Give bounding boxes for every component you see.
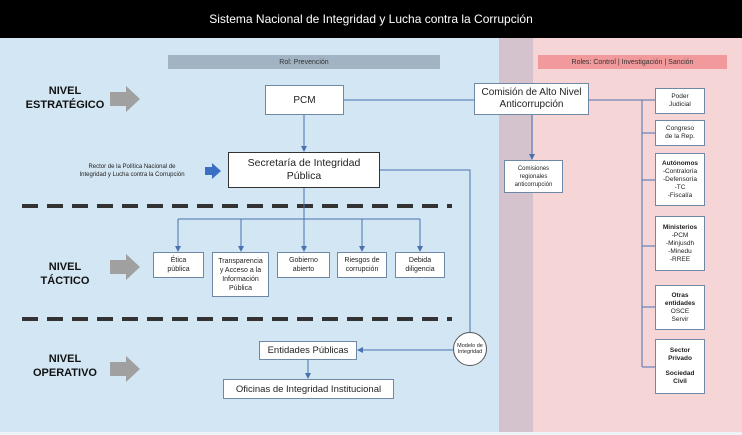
rector-note-line2: Integridad y Lucha contra la Corrupción <box>79 172 185 178</box>
right-box-title: Autónomos <box>661 159 699 167</box>
right-box-line: Poder <box>671 93 689 100</box>
role-prevention-bar: Rol: Prevención <box>168 55 440 69</box>
tactical-box-transparencia[interactable]: Transparencia y Acceso a la Información … <box>212 252 269 297</box>
tactical-box-line: Debida <box>408 257 432 264</box>
secretaria-line1: Secretaría de Integridad <box>247 157 361 169</box>
comisiones-regionales-line2: regionales <box>519 173 548 180</box>
right-box-line: Judicial <box>669 101 691 108</box>
tactical-box-etica[interactable]: Ética pública <box>153 252 204 278</box>
bottom-strip <box>0 432 742 435</box>
node-pcm[interactable]: PCM <box>265 85 344 115</box>
tactical-box-line: Riesgos de <box>344 257 380 264</box>
level-strategic: NIVEL ESTRATÉGICO <box>20 84 110 112</box>
level-tactical-line2: TÁCTICO <box>40 275 90 287</box>
level-operative: NIVEL OPERATIVO <box>20 352 110 380</box>
node-secretaria-integridad[interactable]: Secretaría de Integridad Pública <box>228 152 380 188</box>
right-box-line: Servir <box>671 315 689 323</box>
tactical-box-gobierno-abierto[interactable]: Gobierno abierto <box>277 252 330 278</box>
level-strategic-line1: NIVEL <box>48 85 82 97</box>
comisiones-regionales-line3: anticorrupción <box>514 181 553 188</box>
level-tactical-line1: NIVEL <box>48 261 82 273</box>
right-box-sector-privado-sociedad-civil[interactable]: Sector Privado Sociedad Civil <box>655 339 705 394</box>
diagram-title: Sistema Nacional de Integridad y Lucha c… <box>0 0 742 38</box>
right-box-line: -Contraloría <box>662 167 698 175</box>
level-operative-line2: OPERATIVO <box>33 367 97 379</box>
role-control-bar: Roles: Control | Investigación | Sanción <box>538 55 727 69</box>
node-entidades-publicas[interactable]: Entidades Públicas <box>259 341 357 360</box>
right-box-line: -TC <box>674 183 686 191</box>
comision-line1: Comisión de Alto Nivel <box>481 87 582 98</box>
node-modelo-integridad[interactable]: Modelo de Integridad <box>453 332 487 366</box>
tactical-box-line: Gobierno <box>289 257 318 264</box>
tactical-box-debida-diligencia[interactable]: Debida diligencia <box>395 252 445 278</box>
tactical-box-line: Transparencia <box>218 257 263 265</box>
separator-tactical-operative <box>22 317 452 321</box>
tactical-box-line: y Acceso a la <box>219 266 262 274</box>
right-box-line: de la Rep. <box>665 133 695 140</box>
right-box-line: -Minedu <box>668 247 692 255</box>
comision-line2: Anticorrupción <box>499 99 564 110</box>
secretaria-line2: Pública <box>286 170 322 182</box>
tactical-box-line: pública <box>167 266 190 273</box>
level-strategic-line2: ESTRATÉGICO <box>25 99 105 111</box>
right-box-line: -PCM <box>671 231 689 239</box>
right-box-line: Congreso <box>665 125 695 132</box>
tactical-box-line: Información <box>222 275 259 283</box>
tactical-box-line: abierto <box>292 266 315 273</box>
node-oficinas-integridad[interactable]: Oficinas de Integridad Institucional <box>223 379 394 399</box>
rector-note: Rector de la Política Nacional de Integr… <box>62 163 202 179</box>
right-box-title2: Sociedad Civil <box>665 370 695 385</box>
tactical-box-riesgos[interactable]: Riesgos de corrupción <box>337 252 387 278</box>
right-box-line: OSCE <box>670 307 690 315</box>
right-box-line: -Fiscalía <box>667 191 693 199</box>
level-tactical: NIVEL TÁCTICO <box>20 260 110 288</box>
right-box-autonomos[interactable]: Autónomos -Contraloría -Defensoría -TC -… <box>655 153 705 206</box>
node-comision-alto-nivel[interactable]: Comisión de Alto Nivel Anticorrupción <box>474 83 589 115</box>
right-box-line: -Minjusdh <box>665 239 695 247</box>
right-box-congreso[interactable]: Congreso de la Rep. <box>655 120 705 146</box>
separator-strategic-tactical <box>22 204 452 208</box>
level-operative-line1: NIVEL <box>48 353 82 365</box>
right-box-line: -RREE <box>669 255 691 263</box>
modelo-line2: Integridad <box>457 349 483 355</box>
modelo-line1: Modelo de <box>457 343 483 349</box>
right-box-line: -Defensoría <box>663 175 697 183</box>
right-box-title: Sector Privado <box>668 347 692 362</box>
right-box-otras-entidades[interactable]: Otras entidades OSCE Servir <box>655 285 705 330</box>
right-box-title: Ministerios <box>662 223 698 231</box>
tactical-box-line: Pública <box>229 284 252 292</box>
right-box-ministerios[interactable]: Ministerios -PCM -Minjusdh -Minedu -RREE <box>655 216 705 271</box>
right-box-poder-judicial[interactable]: Poder Judicial <box>655 88 705 114</box>
tactical-box-line: corrupción <box>345 266 379 273</box>
comisiones-regionales-line1: Comisiones <box>517 165 550 172</box>
tactical-box-line: Ética <box>170 257 187 264</box>
tactical-box-line: diligencia <box>405 266 435 273</box>
right-box-title: Otras entidades <box>664 291 696 307</box>
node-comisiones-regionales[interactable]: Comisiones regionales anticorrupción <box>504 160 563 193</box>
rector-note-line1: Rector de la Política Nacional de <box>88 164 176 170</box>
